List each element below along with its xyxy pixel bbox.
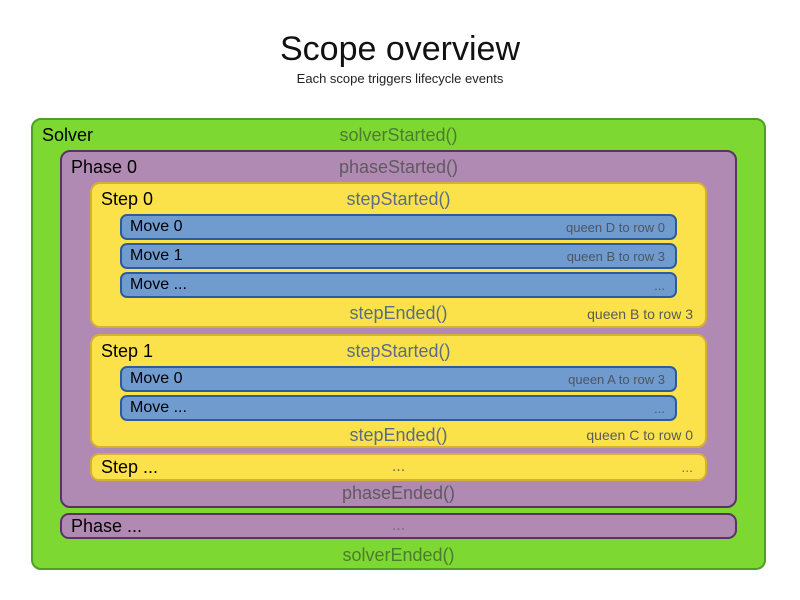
step-0-label: Step 0 <box>101 188 154 209</box>
move-detail: ... <box>654 277 665 293</box>
move-detail: queen D to row 0 <box>565 219 665 235</box>
move-detail: ... <box>654 400 665 416</box>
step-more-header: Step ... ... ... <box>92 455 705 479</box>
step-more-center-dots: ... <box>391 458 406 475</box>
step-0-scope-box: Step 0 stepStarted() Move 0 queen D to r… <box>90 182 707 328</box>
page-title: Scope overview <box>279 30 520 68</box>
move-row: Move ... ... <box>120 395 677 421</box>
phase-0-footer: phaseEnded() <box>62 481 735 506</box>
step-0-ended-detail: queen B to row 3 <box>587 305 693 322</box>
step-1-footer: stepEnded() queen C to row 0 <box>92 424 705 446</box>
step-1-ended-detail: queen C to row 0 <box>586 427 693 443</box>
step-more-right-dots: ... <box>681 459 693 475</box>
step-0-header: Step 0 stepStarted() <box>92 184 705 214</box>
move-label: Move ... <box>130 276 187 293</box>
move-detail: queen A to row 3 <box>568 371 665 387</box>
solver-started-event: solverStarted() <box>339 124 458 145</box>
solver-scope-box: Solver solverStarted() Phase 0 phaseStar… <box>31 118 766 570</box>
step-1-scope-box: Step 1 stepStarted() Move 0 queen A to r… <box>90 334 707 448</box>
solver-ended-event: solverEnded() <box>342 544 455 565</box>
move-detail: queen B to row 3 <box>566 248 665 264</box>
move-label: Move 0 <box>130 218 183 235</box>
move-label: Move ... <box>130 399 187 416</box>
move-row: Move 0 queen D to row 0 <box>120 214 677 240</box>
move-label: Move 0 <box>130 370 183 387</box>
phase-ended-event: phaseEnded() <box>341 483 456 503</box>
phase-more-label: Phase ... <box>71 515 143 536</box>
move-row: Move ... ... <box>120 272 677 298</box>
step-more-label: Step ... <box>101 456 159 477</box>
step-more-scope-box: Step ... ... ... <box>90 453 707 481</box>
page-subtitle: Each scope triggers lifecycle events <box>296 71 504 86</box>
move-label: Move 1 <box>130 247 183 264</box>
move-row: Move 1 queen B to row 3 <box>120 243 677 269</box>
phase-more-scope-box: Phase ... ... <box>60 513 737 539</box>
phase-started-event: phaseStarted() <box>338 156 459 177</box>
step-0-footer: stepEnded() queen B to row 3 <box>92 301 705 326</box>
move-row: Move 0 queen A to row 3 <box>120 366 677 392</box>
phase-0-scope-box: Phase 0 phaseStarted() Step 0 stepStarte… <box>60 150 737 508</box>
solver-header: Solver solverStarted() <box>33 120 764 150</box>
step-1-header: Step 1 stepStarted() <box>92 336 705 366</box>
phase-more-center-dots: ... <box>391 517 406 534</box>
step-1-label: Step 1 <box>101 340 154 361</box>
phase-0-header: Phase 0 phaseStarted() <box>62 152 735 182</box>
solver-label: Solver <box>42 124 94 145</box>
phase-0-label: Phase 0 <box>71 156 138 177</box>
step-1-started-event: stepStarted() <box>346 340 451 361</box>
solver-footer: solverEnded() <box>33 539 764 571</box>
step-0-started-event: stepStarted() <box>346 188 451 209</box>
